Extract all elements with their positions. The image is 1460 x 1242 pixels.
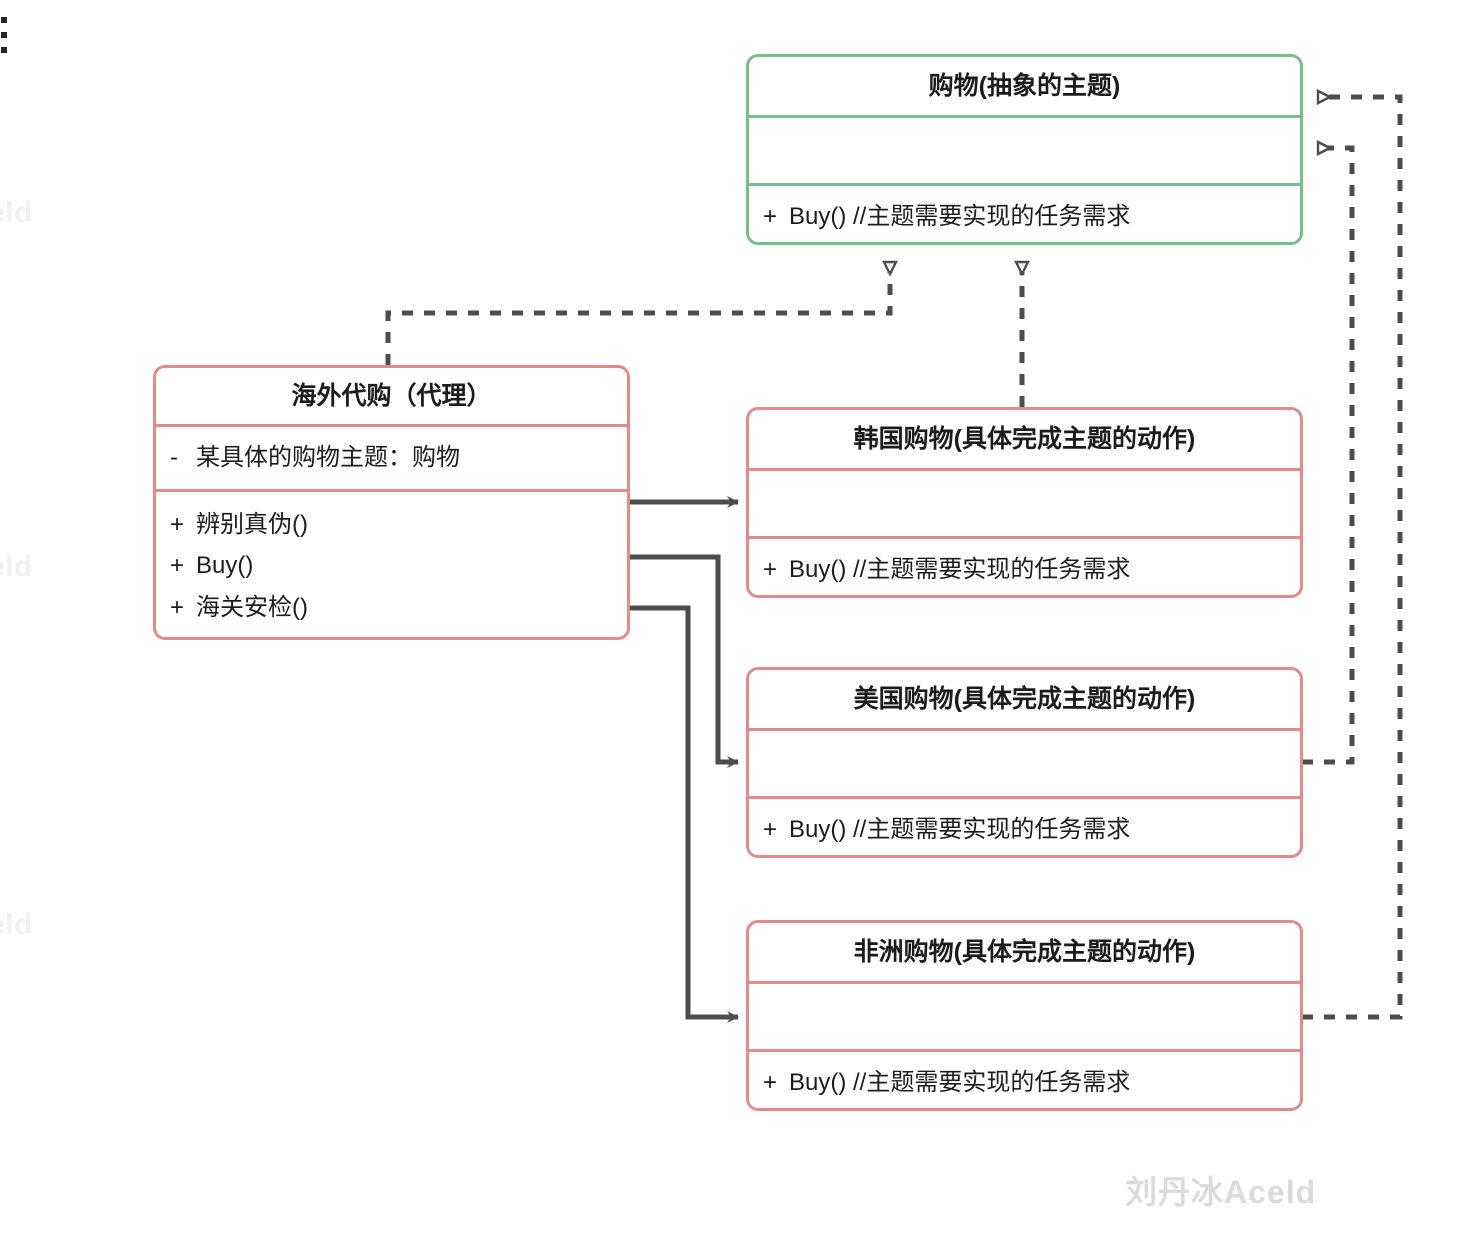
attributes-compartment-usa-shopping [749, 728, 1300, 796]
method-label: Buy() //主题需要实现的任务需求 [789, 556, 1131, 584]
method-row: + Buy() //主题需要实现的任务需求 [763, 809, 1286, 850]
edge-watermark: eld [0, 550, 33, 583]
method-row: + Buy() //主题需要实现的任务需求 [763, 196, 1286, 237]
method-label: Buy() [196, 552, 254, 580]
method-label: Buy() //主题需要实现的任务需求 [789, 203, 1131, 231]
attribute-label: 某具体的购物主题：购物 [196, 444, 460, 472]
method-label: 辨别真伪() [196, 511, 308, 539]
method-row: + 辨别真伪() [170, 504, 613, 545]
visibility-marker: + [763, 816, 778, 844]
method-label: Buy() //主题需要实现的任务需求 [789, 816, 1131, 844]
visibility-marker: + [763, 556, 778, 584]
method-row: + Buy() //主题需要实现的任务需求 [763, 549, 1286, 590]
class-name-korea-shopping: 韩国购物(具体完成主题的动作) [853, 424, 1196, 453]
method-label: Buy() //主题需要实现的任务需求 [789, 1069, 1131, 1097]
dot-icon [1, 32, 7, 38]
class-box-korea-shopping[interactable]: 韩国购物(具体完成主题的动作) + Buy() //主题需要实现的任务需求 [746, 407, 1303, 598]
attributes-compartment-overseas-agent: -某具体的购物主题：购物 [156, 424, 627, 489]
visibility-marker: + [170, 593, 185, 621]
attributes-compartment-africa-shopping [749, 981, 1300, 1049]
realization-africa-to-shopping [1302, 97, 1403, 1020]
attribute-row: -某具体的购物主题：购物 [170, 437, 613, 478]
methods-compartment-africa-shopping: + Buy() //主题需要实现的任务需求 [749, 1049, 1300, 1108]
visibility-marker: + [763, 1069, 778, 1097]
edge-watermark: eld [0, 908, 33, 941]
dot-icon [1, 17, 7, 23]
attributes-compartment-korea-shopping [749, 468, 1300, 536]
vertical-dots-handle-icon[interactable] [1, 17, 9, 53]
dot-icon [1, 47, 7, 53]
class-box-shopping[interactable]: 购物(抽象的主题) + Buy() //主题需要实现的任务需求 [746, 54, 1303, 245]
methods-compartment-usa-shopping: + Buy() //主题需要实现的任务需求 [749, 796, 1300, 855]
method-row: + Buy() [170, 545, 613, 586]
edge-watermark: eld [0, 196, 33, 229]
method-label: 海关安检() [196, 593, 308, 621]
methods-compartment-overseas-agent: + 辨别真伪() + Buy() + 海关安检() [156, 489, 627, 637]
method-row: + Buy() //主题需要实现的任务需求 [763, 1062, 1286, 1103]
class-name-africa-shopping: 非洲购物(具体完成主题的动作) [853, 937, 1196, 966]
class-name-shopping: 购物(抽象的主题) [928, 71, 1121, 100]
class-name-usa-shopping: 美国购物(具体完成主题的动作) [853, 684, 1196, 713]
association-agent-to-usa [630, 554, 739, 768]
visibility-marker: - [170, 444, 178, 472]
watermark: 刘丹冰Aceld [1125, 1174, 1317, 1210]
class-box-usa-shopping[interactable]: 美国购物(具体完成主题的动作) + Buy() //主题需要实现的任务需求 [746, 667, 1303, 858]
methods-compartment-shopping: + Buy() //主题需要实现的任务需求 [749, 183, 1300, 242]
realization-usa-to-shopping [1302, 148, 1355, 765]
visibility-marker: + [763, 203, 778, 231]
class-box-africa-shopping[interactable]: 非洲购物(具体完成主题的动作) + Buy() //主题需要实现的任务需求 [746, 920, 1303, 1111]
method-row: + 海关安检() [170, 587, 613, 628]
visibility-marker: + [170, 511, 185, 539]
methods-compartment-korea-shopping: + Buy() //主题需要实现的任务需求 [749, 536, 1300, 595]
realization-agent-to-shopping [385, 262, 890, 365]
attributes-compartment-shopping [749, 115, 1300, 183]
visibility-marker: + [170, 552, 185, 580]
association-agent-to-africa [630, 605, 739, 1023]
class-box-overseas-agent[interactable]: 海外代购（代理） -某具体的购物主题：购物 + 辨别真伪() + Buy() + 海关… [153, 365, 630, 640]
class-name-overseas-agent: 海外代购（代理） [291, 381, 492, 410]
